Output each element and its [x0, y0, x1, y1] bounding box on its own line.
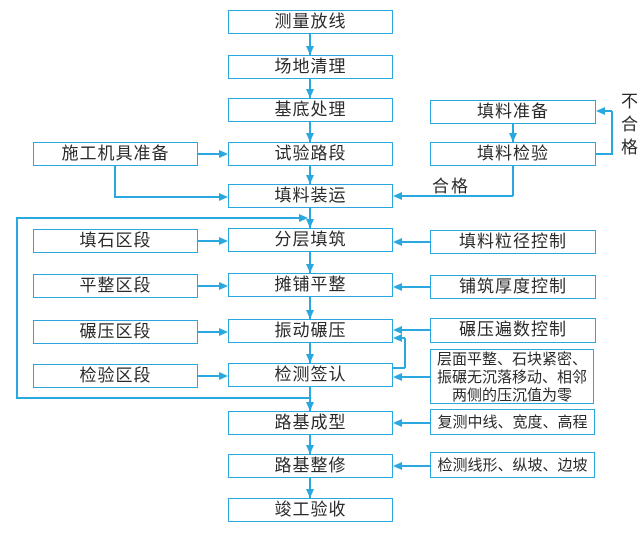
flow-node-site-clearing: 场地清理	[228, 55, 393, 79]
connector-line	[309, 435, 311, 454]
connector-line	[401, 465, 430, 467]
arrowhead-left-icon	[393, 461, 402, 470]
flow-node-inspection-section: 检验区段	[33, 364, 198, 388]
flow-node-inspection-signoff: 检测签认	[228, 363, 393, 387]
arrowhead-down-icon	[305, 310, 314, 319]
flow-node-alignment-check: 检测线形、纵坡、边坡	[430, 452, 595, 478]
flow-node-survey-layout: 测量放线	[228, 10, 393, 34]
arrowhead-right-icon	[219, 236, 228, 245]
connector-line	[114, 196, 220, 198]
connector-line	[309, 252, 311, 273]
flow-node-rolling-section: 碾压区段	[33, 320, 198, 344]
flow-node-spreading-leveling: 摊铺平整	[228, 273, 393, 297]
arrowhead-left-icon	[393, 237, 402, 246]
arrowhead-down-icon	[305, 402, 314, 411]
arrowhead-down-icon	[508, 133, 517, 142]
arrowhead-down-icon	[305, 354, 314, 363]
flow-node-leveling-section: 平整区段	[33, 274, 198, 298]
connector-line	[198, 375, 220, 377]
arrowhead-down-icon	[305, 264, 314, 273]
connector-line	[309, 297, 311, 319]
edge-label-fail: 不合格	[617, 92, 637, 161]
connector-line	[198, 240, 220, 242]
flow-node-thickness-control: 铺筑厚度控制	[430, 275, 596, 299]
connector-line	[404, 338, 406, 368]
flow-node-equipment-preparation: 施工机具准备	[33, 142, 198, 166]
arrowhead-right-icon	[299, 213, 308, 222]
flow-node-base-treatment: 基底处理	[228, 98, 393, 122]
connector-line	[309, 387, 311, 411]
connector-line	[393, 367, 405, 369]
arrowhead-right-icon	[219, 371, 228, 380]
connector-line	[309, 34, 311, 55]
connector-line	[605, 110, 612, 112]
connector-line	[198, 153, 220, 155]
arrowhead-down-icon	[305, 219, 314, 228]
connector-line	[198, 285, 220, 287]
connector-line	[401, 241, 430, 243]
arrowhead-down-icon	[305, 445, 314, 454]
connector-line	[16, 218, 18, 399]
arrowhead-down-icon	[305, 46, 314, 55]
arrowhead-left-icon	[393, 333, 402, 342]
flow-node-resurvey-check: 复测中线、宽度、高程	[430, 409, 595, 435]
arrowhead-down-icon	[305, 489, 314, 498]
connector-line	[309, 79, 311, 98]
connector-line	[16, 217, 300, 219]
connector-line	[401, 337, 405, 339]
arrowhead-left-icon	[393, 325, 402, 334]
connector-line	[595, 153, 612, 155]
flow-node-trial-section: 试验路段	[228, 142, 393, 166]
flow-node-vibratory-rolling: 振动碾压	[228, 319, 393, 343]
flow-node-subgrade-finishing: 路基整修	[228, 454, 393, 478]
flow-node-particle-size-control: 填料粒径控制	[430, 230, 596, 254]
flow-node-fill-inspection: 填料检验	[430, 142, 596, 166]
connector-line	[512, 166, 514, 196]
connector-line	[401, 195, 513, 197]
flow-node-fill-preparation: 填料准备	[430, 100, 596, 124]
arrowhead-left-icon	[393, 418, 402, 427]
arrowhead-left-icon	[393, 282, 402, 291]
flow-node-subgrade-formed: 路基成型	[228, 411, 393, 435]
connector-line	[309, 208, 311, 228]
flow-node-rockfill-section: 填石区段	[33, 229, 198, 253]
arrowhead-right-icon	[219, 149, 228, 158]
arrowhead-down-icon	[305, 89, 314, 98]
connector-line	[309, 343, 311, 363]
arrowhead-down-icon	[305, 133, 314, 142]
arrowhead-right-icon	[219, 192, 228, 201]
flow-node-fill-transport: 填料装运	[228, 184, 393, 208]
arrowhead-right-icon	[219, 281, 228, 290]
connector-line	[309, 478, 311, 498]
arrowhead-left-icon	[596, 106, 605, 115]
edge-label-pass: 合格	[432, 177, 470, 197]
flow-node-completion-acceptance: 竣工验收	[228, 498, 393, 522]
connector-line	[611, 111, 613, 155]
connector-line	[401, 422, 430, 424]
flow-node-quality-criteria: 层面平整、石块紧密、 振碾无沉落移动、相邻 两侧的压沉值为零	[430, 349, 594, 404]
arrowhead-left-icon	[393, 372, 402, 381]
arrowhead-right-icon	[219, 327, 228, 336]
connector-line	[309, 122, 311, 142]
connector-line	[401, 329, 430, 331]
connector-line	[114, 166, 116, 197]
flow-node-layered-filling: 分层填筑	[228, 228, 393, 252]
arrowhead-down-icon	[305, 175, 314, 184]
connector-line	[198, 331, 220, 333]
arrowhead-left-icon	[393, 191, 402, 200]
flow-node-rolling-passes-control: 碾压遍数控制	[430, 318, 596, 343]
connector-line	[401, 286, 430, 288]
connector-line	[16, 397, 310, 399]
connector-line	[401, 376, 430, 378]
